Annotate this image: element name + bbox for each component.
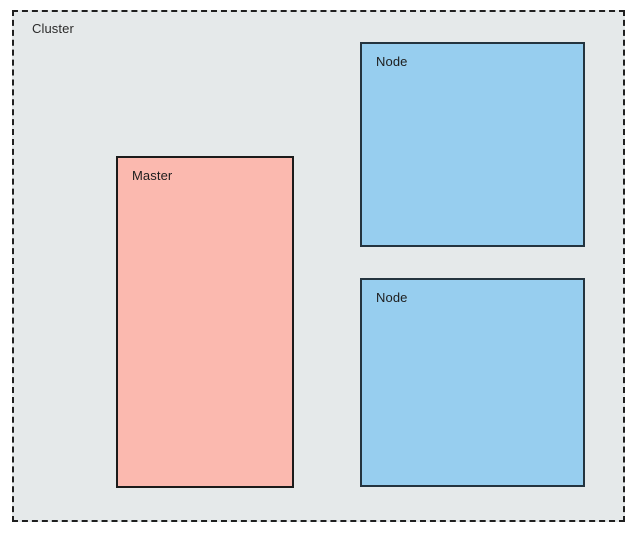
node-box-1[interactable]: Node: [360, 42, 585, 247]
node-box-2-label: Node: [376, 290, 408, 305]
node-box-2[interactable]: Node: [360, 278, 585, 487]
node-box-1-label: Node: [376, 54, 408, 69]
master-box-label: Master: [132, 168, 173, 183]
cluster-label: Cluster: [32, 21, 74, 36]
master-box[interactable]: Master: [116, 156, 294, 488]
